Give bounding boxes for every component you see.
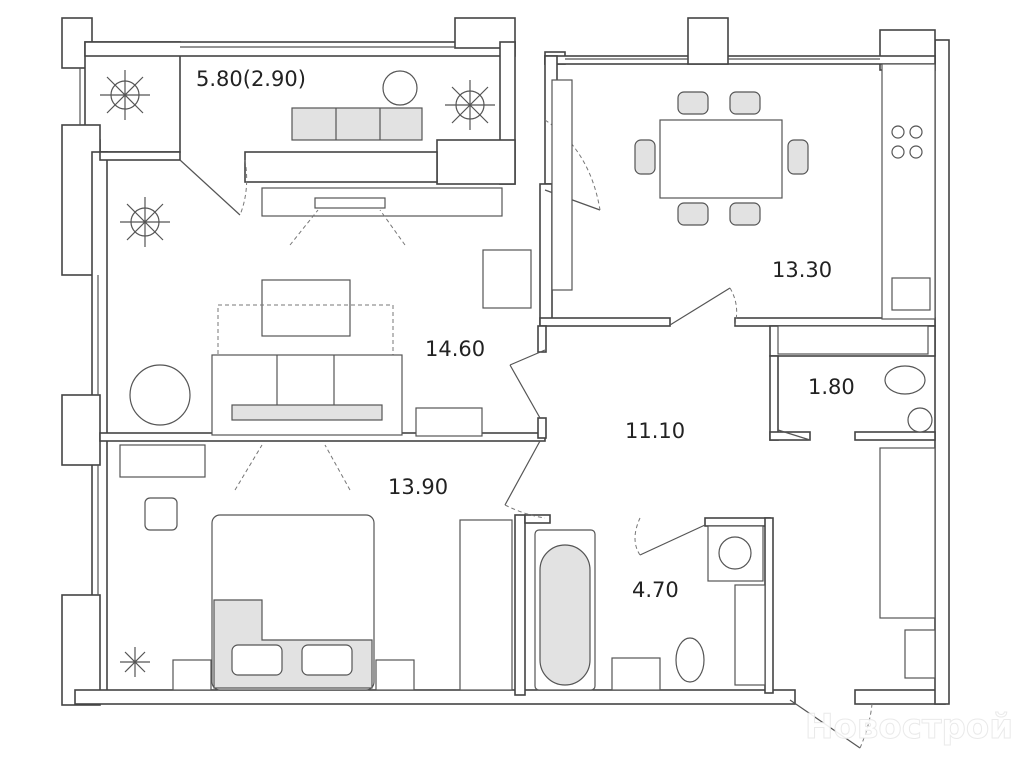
balcony-sofa	[291, 107, 423, 141]
windows	[79, 46, 880, 595]
dining-table	[659, 119, 783, 199]
room-area-hallway: 11.10	[625, 419, 685, 443]
bath-sink	[611, 657, 661, 691]
watermark: Новострой-СПб	[805, 707, 1013, 747]
bath-toilet	[675, 637, 705, 683]
dog-bed	[482, 249, 532, 309]
room-area-wc: 1.80	[808, 375, 855, 399]
furniture	[119, 63, 936, 691]
closet	[459, 519, 513, 691]
kitchen-counter	[881, 63, 936, 320]
kitchen-sink	[891, 277, 931, 311]
room-area-living-room: 14.60	[425, 337, 485, 361]
desk	[119, 444, 206, 478]
plant-icons	[100, 70, 495, 677]
wc-sink	[907, 407, 933, 433]
wc-toilet	[884, 365, 926, 395]
balcony-table	[382, 70, 418, 106]
room-area-bathroom: 4.70	[632, 578, 679, 602]
living-sofa	[211, 354, 403, 436]
outer-walls	[61, 17, 950, 706]
armchair	[129, 364, 191, 426]
wardrobe	[879, 447, 936, 619]
room-area-bedroom: 13.90	[388, 475, 448, 499]
room-area-balcony: 5.80(2.90)	[196, 67, 306, 91]
room-area-kitchen: 13.30	[772, 258, 832, 282]
